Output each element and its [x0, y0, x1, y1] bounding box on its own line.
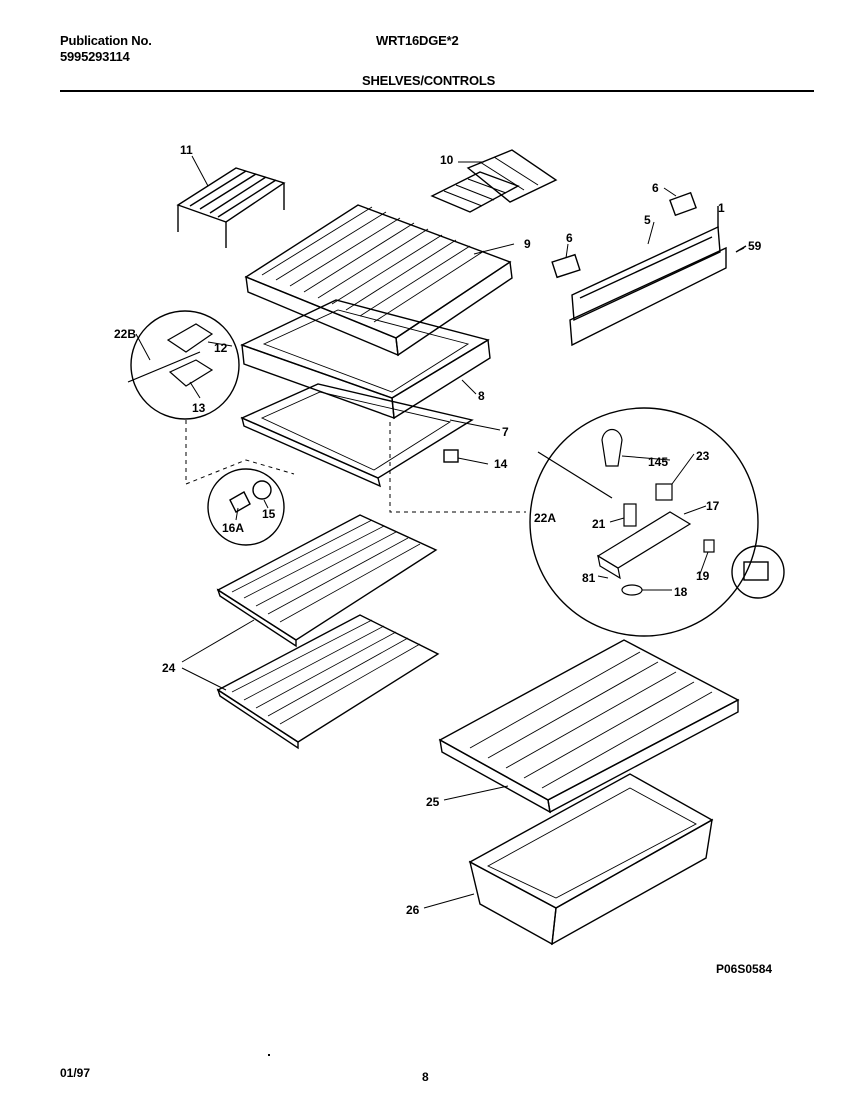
callout-24: 24 [162, 661, 176, 675]
wire-rack-part [176, 167, 286, 248]
callout-22a: 22A [534, 511, 556, 525]
crisper-cover-part [438, 639, 740, 814]
callout-12: 12 [214, 341, 228, 355]
callout-81: 81 [582, 571, 596, 585]
detail-circle-left [130, 310, 240, 420]
wire-shelf-part-upper [216, 514, 438, 648]
page-number: 8 [422, 1070, 429, 1084]
crisper-frame-part [240, 299, 491, 420]
callout-23: 23 [696, 449, 710, 463]
section-title: SHELVES/CONTROLS [362, 73, 496, 88]
callout-59: 59 [748, 239, 762, 253]
detail-circle-lamp [207, 468, 285, 546]
crisper-drawer-part [468, 773, 714, 946]
stray-mark [268, 1054, 270, 1056]
control-housing-part [569, 206, 727, 347]
callout-22b: 22B [114, 327, 136, 341]
callout-10: 10 [440, 153, 454, 167]
model-number: WRT16DGE*2 [376, 33, 459, 48]
callout-17: 17 [706, 499, 720, 513]
callout-21: 21 [592, 517, 606, 531]
callout-18: 18 [674, 585, 688, 599]
wire-shelf-part-lower [216, 614, 440, 750]
callout-26: 26 [406, 903, 420, 917]
callout-15: 15 [262, 507, 276, 521]
callout-1: 1 [718, 201, 725, 215]
callout-11: 11 [180, 143, 193, 157]
callout-7: 7 [502, 425, 509, 439]
callout-145: 145 [648, 455, 668, 469]
callout-16a: 16A [222, 521, 244, 535]
callout-25: 25 [426, 795, 440, 809]
detail-circle-control [529, 407, 759, 637]
revision-date: 01/97 [60, 1066, 91, 1080]
shelf-tray-part [240, 383, 474, 488]
publication-label: Publication No. [60, 33, 152, 48]
glass-shelf-part [244, 204, 513, 357]
publication-number: 5995293114 [60, 49, 130, 64]
callout-6-top: 6 [652, 181, 659, 195]
callout-6-mid: 6 [566, 231, 573, 245]
ice-tray-part [430, 149, 558, 213]
detail-circle-knob [731, 545, 785, 599]
drawing-number: P06S0584 [716, 962, 773, 976]
callout-8: 8 [478, 389, 485, 403]
callout-5: 5 [644, 213, 651, 227]
callout-13: 13 [192, 401, 206, 415]
callout-9: 9 [524, 237, 531, 251]
callout-14: 14 [494, 457, 508, 471]
callout-19: 19 [696, 569, 710, 583]
header-rule [60, 90, 814, 92]
